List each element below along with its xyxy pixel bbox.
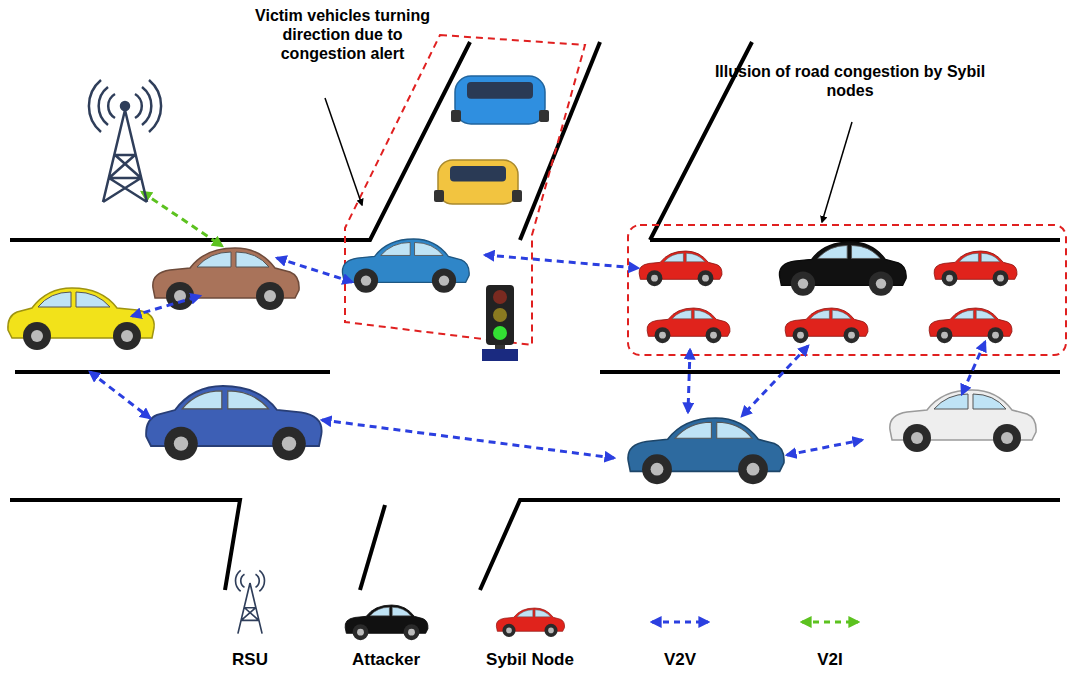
victim-car	[434, 160, 522, 204]
legend-samples	[236, 570, 858, 633]
legend-attacker	[345, 605, 428, 640]
sybil-node	[785, 308, 868, 343]
victim-car	[451, 76, 549, 124]
car	[153, 248, 299, 310]
sybil-node	[639, 251, 722, 286]
vehicles	[8, 76, 1036, 640]
rsu-tower	[89, 80, 161, 202]
legend-text: V2I	[817, 650, 843, 670]
legend-text: Attacker	[352, 650, 420, 670]
sybil-node	[934, 251, 1017, 286]
v2v-link	[132, 296, 200, 316]
leader-arrows	[325, 98, 852, 222]
legend-sybil	[496, 608, 564, 637]
callout-label: Victim vehicles turning direction due to…	[250, 6, 435, 64]
v2i-link	[142, 192, 222, 246]
legend-text: Sybil Node	[486, 650, 574, 670]
communication-links	[90, 192, 985, 458]
car	[628, 418, 784, 484]
v2v-link	[962, 342, 985, 394]
legend-text: RSU	[232, 650, 268, 670]
v2v-link	[277, 258, 352, 282]
v2v-link	[787, 440, 862, 455]
traffic-light	[482, 285, 518, 361]
road-edges	[10, 42, 1060, 590]
region-outlines	[345, 35, 1066, 355]
car	[890, 390, 1036, 452]
sybil-node	[647, 308, 730, 343]
victim-car	[342, 239, 469, 293]
callout-label: Illusion of road congestion by Sybil nod…	[700, 62, 1000, 100]
sybil-node	[929, 308, 1012, 343]
v2v-link	[688, 350, 690, 412]
car	[146, 386, 322, 460]
v2v-link	[485, 255, 638, 268]
legend-text: V2V	[664, 650, 696, 670]
v2v-link	[90, 372, 150, 418]
car	[8, 288, 154, 350]
attacker	[779, 242, 906, 296]
v2v-link	[742, 346, 808, 416]
v2v-link	[322, 420, 614, 458]
